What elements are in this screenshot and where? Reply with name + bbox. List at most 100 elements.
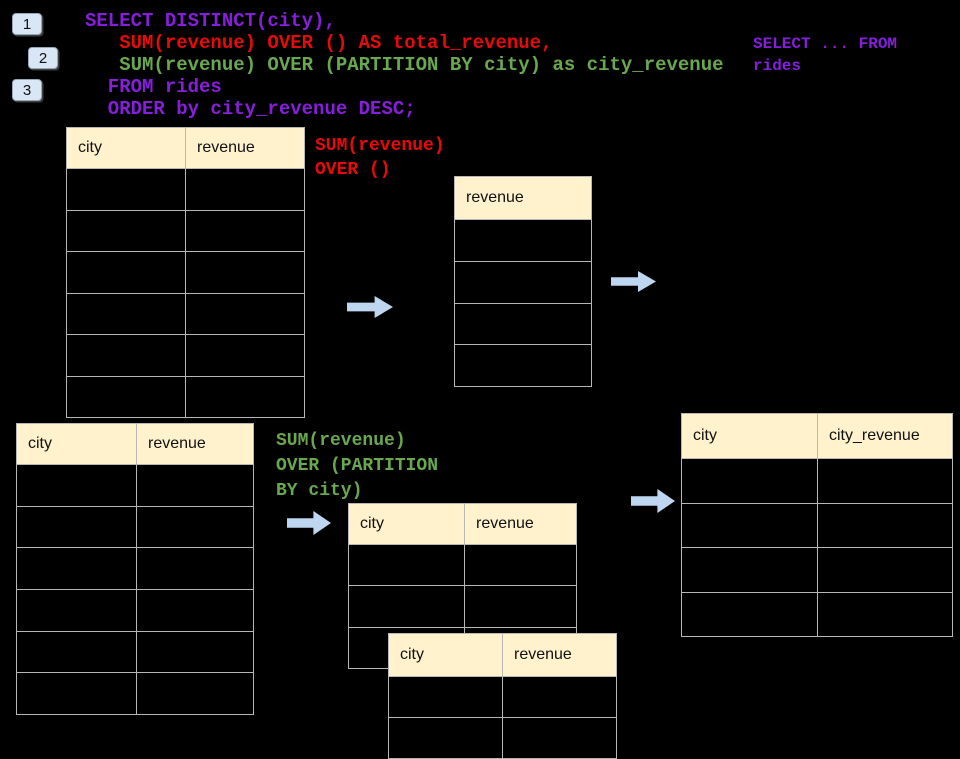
empty-cell [349, 586, 465, 627]
table-row [67, 168, 304, 210]
empty-cell [455, 220, 591, 261]
partition-table-overlay: city revenue [388, 633, 617, 759]
empty-cell [137, 507, 253, 548]
empty-cell [137, 590, 253, 631]
total-revenue-table: revenue [454, 176, 592, 388]
empty-cell [818, 548, 952, 592]
empty-cell [682, 459, 818, 503]
annotation-line: SUM(revenue) [276, 431, 406, 451]
column-header-revenue: revenue [466, 189, 524, 206]
empty-cell [186, 211, 304, 252]
table-header-row: city revenue [67, 128, 304, 168]
annotation-line: OVER (PARTITION [276, 456, 439, 476]
empty-cell [17, 631, 137, 673]
table-row [67, 334, 304, 376]
empty-cell [465, 586, 576, 626]
source-table-2: city revenue [16, 423, 254, 716]
step-badge-3: 3 [12, 79, 42, 101]
table-row [389, 676, 616, 717]
table-row [17, 464, 253, 506]
table-row [67, 251, 304, 293]
step-badge-2: 2 [28, 47, 58, 69]
empty-cell [17, 465, 137, 506]
empty-cell [682, 503, 818, 547]
table-row [682, 547, 952, 592]
table-row [67, 375, 304, 418]
column-header-city: city [67, 128, 186, 168]
empty-cell [503, 677, 616, 717]
table-row [67, 209, 304, 252]
table-header-row: city revenue [17, 424, 253, 464]
empty-cell [186, 335, 304, 376]
empty-cell [67, 335, 186, 376]
empty-cell [137, 465, 253, 506]
table-header-row: city revenue [349, 504, 576, 544]
empty-cell [186, 252, 304, 293]
empty-cell [389, 677, 503, 717]
note-line-1: SELECT ... FROM [753, 35, 898, 53]
table-row [17, 630, 253, 673]
empty-cell [682, 592, 818, 636]
empty-cell [67, 169, 186, 210]
empty-cell [455, 304, 591, 345]
empty-cell [67, 252, 186, 293]
column-header-city: city [349, 504, 465, 544]
annotation-line: OVER () [315, 160, 391, 180]
sum-over-annotation: SUM(revenue) OVER () [315, 134, 445, 182]
column-header-revenue: revenue [197, 139, 255, 156]
empty-cell [389, 718, 503, 758]
empty-cell [818, 504, 952, 548]
table-row [349, 544, 576, 586]
sql-query-code: SELECT DISTINCT(city), SUM(revenue) OVER… [85, 10, 724, 120]
empty-cell [67, 376, 186, 417]
sql-line-select: SELECT DISTINCT(city), [85, 10, 336, 32]
step-badge-label: 1 [22, 15, 32, 33]
column-header-city: city [389, 634, 503, 676]
table-row [17, 589, 253, 631]
empty-cell [17, 506, 137, 548]
empty-cell [186, 377, 304, 418]
flow-arrow-source2-to-partition [287, 511, 331, 535]
table-row [682, 502, 952, 548]
empty-cell [17, 673, 137, 715]
table-header-row: revenue [455, 177, 591, 219]
flow-arrow-source-to-total [347, 296, 393, 318]
empty-cell [137, 673, 253, 714]
column-header-city: city [17, 424, 137, 464]
column-header-revenue: revenue [148, 435, 206, 452]
step-badge-1: 1 [12, 13, 42, 35]
step-badge-label: 2 [38, 49, 48, 67]
flow-arrow-total-to-next [611, 271, 656, 292]
table-row [17, 547, 253, 590]
table-row [67, 292, 304, 334]
sql-line-order-by: ORDER by city_revenue DESC; [85, 98, 416, 120]
annotation-line: SUM(revenue) [315, 136, 445, 156]
column-header-revenue: revenue [476, 515, 534, 532]
empty-cell [137, 632, 253, 673]
partition-table: city revenue [348, 503, 577, 669]
empty-cell [455, 345, 591, 386]
empty-cell [17, 590, 137, 631]
sum-over-partition-annotation: SUM(revenue) OVER (PARTITION BY city) [276, 429, 438, 504]
empty-cell [818, 593, 952, 637]
table-row [455, 219, 591, 261]
empty-cell [67, 293, 186, 334]
table-row [389, 717, 616, 758]
column-header-city: city [682, 414, 818, 458]
table-header-row: city city_revenue [682, 414, 952, 458]
table-row [349, 585, 576, 627]
sql-line-from: FROM rides [85, 76, 222, 98]
source-table: city revenue [66, 127, 305, 418]
empty-cell [137, 548, 253, 589]
flow-arrow-partition-to-result [631, 489, 675, 513]
sql-line-city-revenue: SUM(revenue) OVER (PARTITION BY city) as… [85, 54, 724, 76]
empty-cell [455, 262, 591, 303]
empty-cell [465, 545, 576, 585]
annotation-line: BY city) [276, 481, 363, 501]
empty-cell [503, 718, 616, 758]
empty-cell [682, 548, 818, 592]
table-row [455, 260, 591, 303]
column-header-revenue: revenue [514, 646, 572, 663]
column-header-city-revenue: city_revenue [829, 427, 920, 444]
